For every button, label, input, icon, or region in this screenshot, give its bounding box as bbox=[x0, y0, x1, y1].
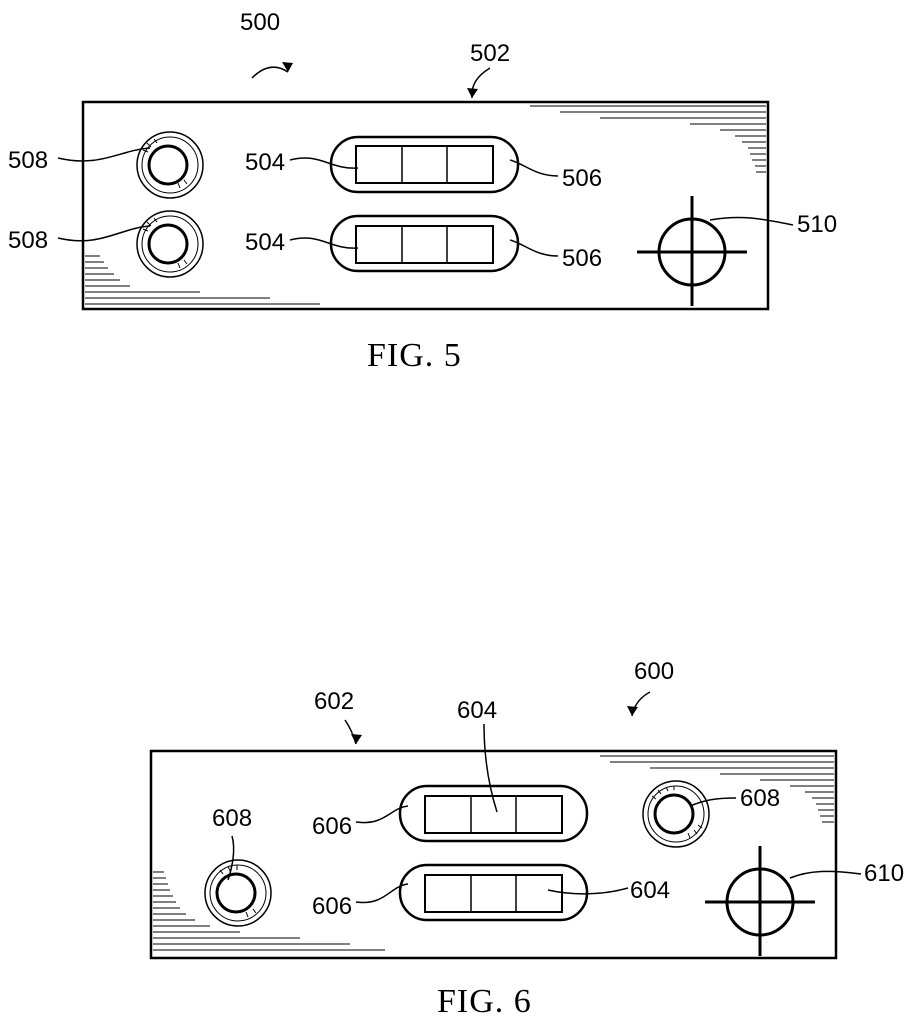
fig5-knob-bottom bbox=[137, 211, 203, 277]
fig6-ref-assembly: 600 bbox=[634, 658, 674, 685]
fig6-target-crosshair bbox=[705, 846, 815, 956]
fig6-ref-knob-right: 608 bbox=[740, 785, 780, 812]
fig5-ref-display-top: 504 bbox=[245, 149, 285, 176]
fig6-ref-frame-top: 606 bbox=[312, 813, 352, 840]
fig5-display-top bbox=[331, 137, 518, 192]
fig6-ref-display-top: 604 bbox=[457, 697, 497, 724]
fig5-leader-lines bbox=[58, 67, 793, 256]
fig6-ref-frame-bottom: 606 bbox=[312, 893, 352, 920]
fig5-ref-target: 510 bbox=[797, 211, 837, 238]
fig5-target-crosshair bbox=[637, 196, 747, 306]
fig5-shading-bottom-left bbox=[85, 256, 320, 304]
fig5-ref-knob-bottom: 508 bbox=[8, 227, 48, 254]
fig6-ref-target: 610 bbox=[864, 860, 904, 887]
fig5-knob-top bbox=[137, 132, 203, 198]
fig5-ref-display-bottom: 504 bbox=[245, 229, 285, 256]
fig6-ref-display-bottom: 604 bbox=[630, 877, 670, 904]
fig6-ref-panel: 602 bbox=[314, 688, 354, 715]
fig6-ref-knob-left: 608 bbox=[212, 805, 252, 832]
fig6-caption: FIG. 6 bbox=[437, 983, 532, 1020]
fig5-ref-frame-bottom: 506 bbox=[562, 245, 602, 272]
fig5-caption: FIG. 5 bbox=[367, 337, 462, 374]
fig5-figure: 500 502 508 508 504 504 506 506 510 FIG.… bbox=[8, 9, 837, 374]
fig5-display-bottom bbox=[331, 216, 518, 271]
fig6-figure: 600 602 604 604 606 606 608 608 610 FIG.… bbox=[151, 658, 904, 1020]
fig6-display-top bbox=[400, 786, 587, 841]
fig5-ref-knob-top: 508 bbox=[8, 147, 48, 174]
fig5-ref-panel: 502 bbox=[470, 40, 510, 67]
fig6-panel bbox=[151, 751, 836, 958]
fig6-knob-right bbox=[643, 781, 709, 847]
fig5-panel bbox=[83, 102, 768, 309]
fig5-ref-assembly: 500 bbox=[240, 9, 280, 36]
fig5-ref-frame-top: 506 bbox=[562, 165, 602, 192]
fig6-shading-top-right bbox=[600, 756, 834, 822]
fig5-arrowheads bbox=[282, 62, 478, 98]
fig5-shading-top-right bbox=[530, 106, 766, 172]
fig6-knob-left bbox=[205, 860, 271, 926]
